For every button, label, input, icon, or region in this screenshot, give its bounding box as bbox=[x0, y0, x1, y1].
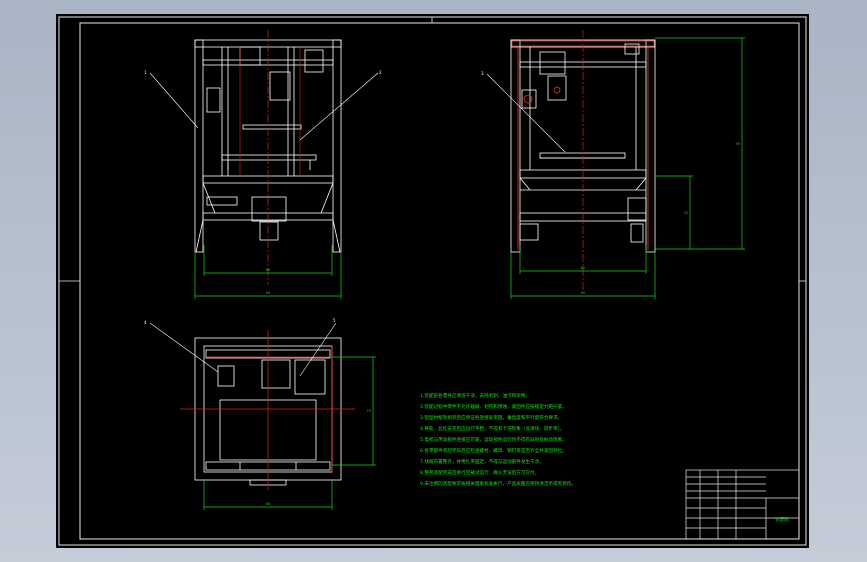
drawing-sheet-background bbox=[56, 14, 809, 548]
title-block-title: 装配图 bbox=[775, 516, 789, 523]
note-line-2: 2.装配过程中零件不允许磕碰、划伤和锈蚀，紧固件应按规定力矩拧紧。 bbox=[420, 405, 567, 410]
side-balloon: 3 bbox=[481, 71, 484, 76]
title-block-frame bbox=[685, 469, 800, 540]
front-lower-box bbox=[251, 196, 287, 222]
front-arm bbox=[242, 124, 302, 130]
front-platform bbox=[221, 154, 317, 161]
note-line-3: 3.铝型材框架组装后应保证各连接处牢固，垂直度和平行度符合要求。 bbox=[420, 416, 563, 421]
side-motor-1 bbox=[521, 89, 537, 109]
side-lower-box-2 bbox=[630, 223, 644, 243]
note-line-8: 8.整机装配完成后进行空载试运行，确认无误后方可交付。 bbox=[420, 471, 540, 476]
top-carriage-2 bbox=[294, 359, 326, 395]
side-highlight-carriage bbox=[553, 86, 561, 94]
front-brace-4 bbox=[332, 219, 341, 253]
front-brace-3 bbox=[195, 219, 204, 253]
side-carriage-2 bbox=[547, 75, 567, 101]
front-dim-overall-text: 90 bbox=[266, 291, 270, 295]
front-brace-1 bbox=[202, 182, 216, 214]
front-balloon-right: 2 bbox=[379, 70, 382, 75]
note-line-7: 7.线缆布置整齐，并用扎带固定，不得与运动部件发生干涉。 bbox=[420, 460, 544, 465]
note-line-1: 1.装配前各零件应清洗干净，去除毛刺、油污和杂物。 bbox=[420, 394, 531, 399]
side-dim-inner-text: 80 bbox=[581, 266, 585, 270]
side-dim-overall-text: 90 bbox=[581, 291, 585, 295]
title-block[interactable] bbox=[685, 469, 800, 540]
top-dim-width-text: 80 bbox=[266, 502, 270, 506]
side-brace-1 bbox=[519, 177, 531, 191]
top-leader-left bbox=[149, 322, 219, 373]
note-line-6: 6.各零部件装配完毕后应检查螺栓、螺母、销钉等是否齐全并紧固到位。 bbox=[420, 449, 567, 454]
side-highlight-motor bbox=[523, 94, 533, 104]
front-lower-motor bbox=[259, 221, 279, 241]
side-dim-lower-text: 25 bbox=[684, 211, 688, 215]
top-balloon-right: 5 bbox=[333, 318, 336, 323]
side-dim-height-text: 95 bbox=[736, 142, 740, 146]
note-line-4: 4.导轨、丝杠安装后应运行平稳，不得有卡滞现象（含滑块、同步带）。 bbox=[420, 427, 565, 432]
side-lower-box-1 bbox=[627, 197, 647, 221]
side-dimensions bbox=[510, 37, 745, 299]
front-lower-box-2 bbox=[206, 196, 238, 206]
front-motor-1 bbox=[206, 87, 221, 113]
side-leader bbox=[486, 73, 566, 153]
side-brace-2 bbox=[635, 177, 647, 191]
front-leader-right bbox=[299, 72, 379, 141]
top-motor-1 bbox=[217, 365, 235, 387]
front-brace-2 bbox=[320, 182, 334, 214]
note-line-5: 5.电机与传动部件连接应可靠，运动部件运行时不得有异响及振动现象。 bbox=[420, 438, 567, 443]
front-carriage-2 bbox=[269, 71, 291, 101]
side-carriage-1 bbox=[539, 51, 566, 75]
top-carriage-1 bbox=[261, 359, 291, 389]
top-balloon-left: 4 bbox=[144, 320, 147, 325]
top-dimensions bbox=[203, 356, 376, 510]
front-dim-inner-text: 80 bbox=[266, 268, 270, 272]
note-line-9: 9.未注明的装配要求按相关国家标准执行，产品表面应保持清洁不得有损伤。 bbox=[420, 482, 576, 487]
front-carriage-3 bbox=[304, 49, 324, 73]
top-leader-right bbox=[299, 322, 337, 377]
side-lower-box-3 bbox=[519, 223, 539, 241]
side-carriage-3 bbox=[624, 43, 640, 55]
front-leader-left bbox=[149, 72, 199, 129]
front-dimensions bbox=[194, 245, 342, 299]
top-dim-depth-text: 75 bbox=[367, 409, 371, 413]
front-balloon-left: 1 bbox=[144, 70, 147, 75]
